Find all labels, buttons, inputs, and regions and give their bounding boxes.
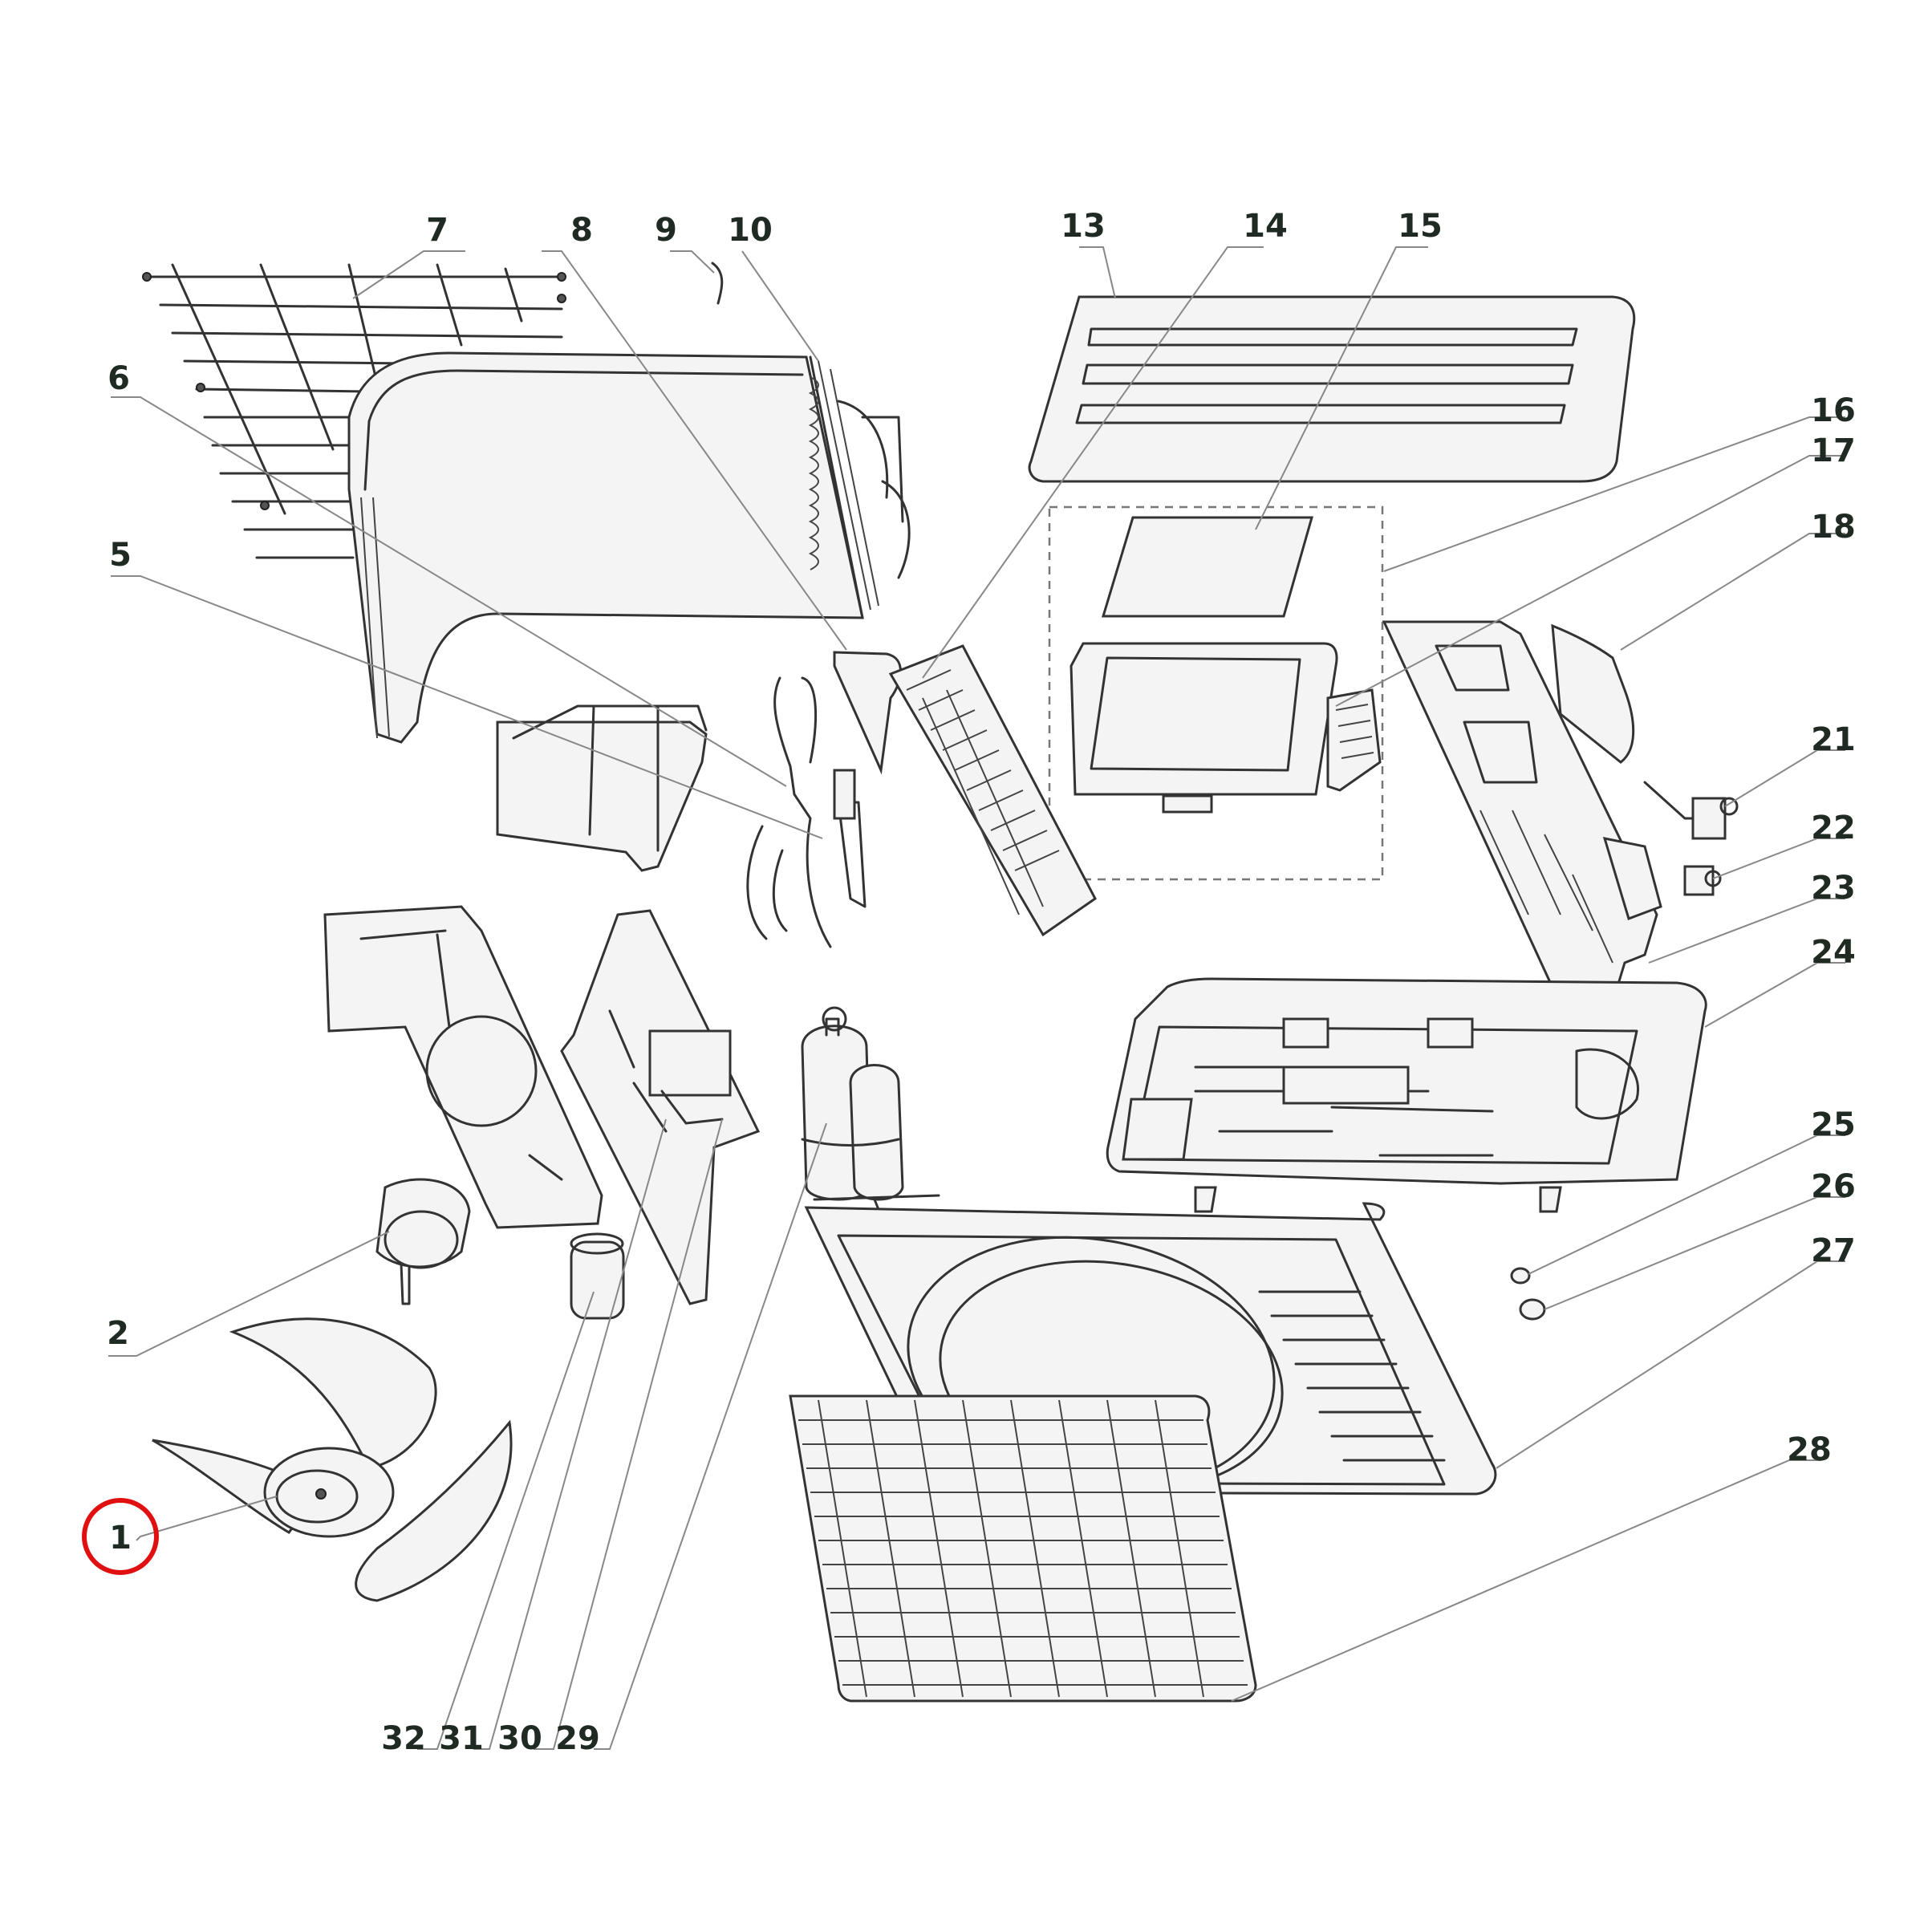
part-control-board-plate (560, 909, 761, 1305)
callout-21: 21 (1811, 721, 1856, 758)
callout-13: 13 (1061, 208, 1106, 245)
callout-9: 9 (655, 212, 677, 249)
part-four-way-valve-assembly (746, 676, 867, 948)
callout-14: 14 (1243, 208, 1288, 245)
callout-15: 15 (1398, 208, 1443, 245)
control-box-group-outline (1048, 505, 1384, 881)
callout-labels: 1 2 5 6 7 8 9 10 13 14 15 16 17 18 21 22… (107, 208, 1856, 1757)
callout-16: 16 (1811, 392, 1856, 429)
callout-30: 30 (497, 1720, 542, 1757)
callout-17: 17 (1811, 432, 1856, 469)
callout-25: 25 (1811, 1106, 1856, 1143)
highlight-circle (82, 1498, 159, 1575)
callout-18: 18 (1811, 509, 1856, 546)
callout-6: 6 (108, 360, 130, 397)
callout-32: 32 (381, 1720, 426, 1757)
part-coil-bracket (833, 651, 902, 775)
part-motor-bracket (323, 905, 603, 1229)
part-partition-box (496, 704, 708, 872)
callout-10: 10 (728, 212, 773, 249)
part-base-pan (1106, 977, 1707, 1213)
callout-27: 27 (1811, 1232, 1856, 1269)
part-front-grille (789, 1394, 1257, 1703)
part-electrical-control-box (1070, 642, 1382, 814)
callout-29: 29 (555, 1720, 600, 1757)
part-handle-cover (1551, 623, 1635, 764)
part-compressor (801, 1006, 940, 1221)
callout-28: 28 (1787, 1431, 1832, 1468)
part-fan-motor (375, 1178, 471, 1305)
callout-24: 24 (1811, 934, 1856, 971)
callout-2: 2 (107, 1315, 129, 1352)
callout-23: 23 (1811, 870, 1856, 907)
part-capacitor (570, 1232, 625, 1320)
callout-22: 22 (1811, 810, 1856, 846)
leader-lines (108, 246, 1845, 1750)
part-9-clip (711, 262, 724, 305)
part-side-grille-frame (888, 644, 1097, 937)
part-condenser-coil (347, 351, 911, 744)
callout-26: 26 (1811, 1168, 1856, 1205)
callout-5: 5 (109, 537, 132, 574)
callout-7: 7 (426, 212, 448, 249)
callout-31: 31 (439, 1720, 484, 1757)
part-drain-joint (1519, 1298, 1546, 1321)
part-stop-valves (1643, 781, 1739, 896)
callout-1: 1 (109, 1520, 132, 1557)
part-axial-fan-blade (152, 1317, 513, 1602)
part-insulation-sheet (1101, 516, 1313, 618)
callout-8: 8 (570, 212, 593, 249)
part-top-cover (1028, 295, 1636, 483)
part-rear-wire-grille (142, 263, 566, 559)
part-drain-washer (1510, 1267, 1531, 1285)
